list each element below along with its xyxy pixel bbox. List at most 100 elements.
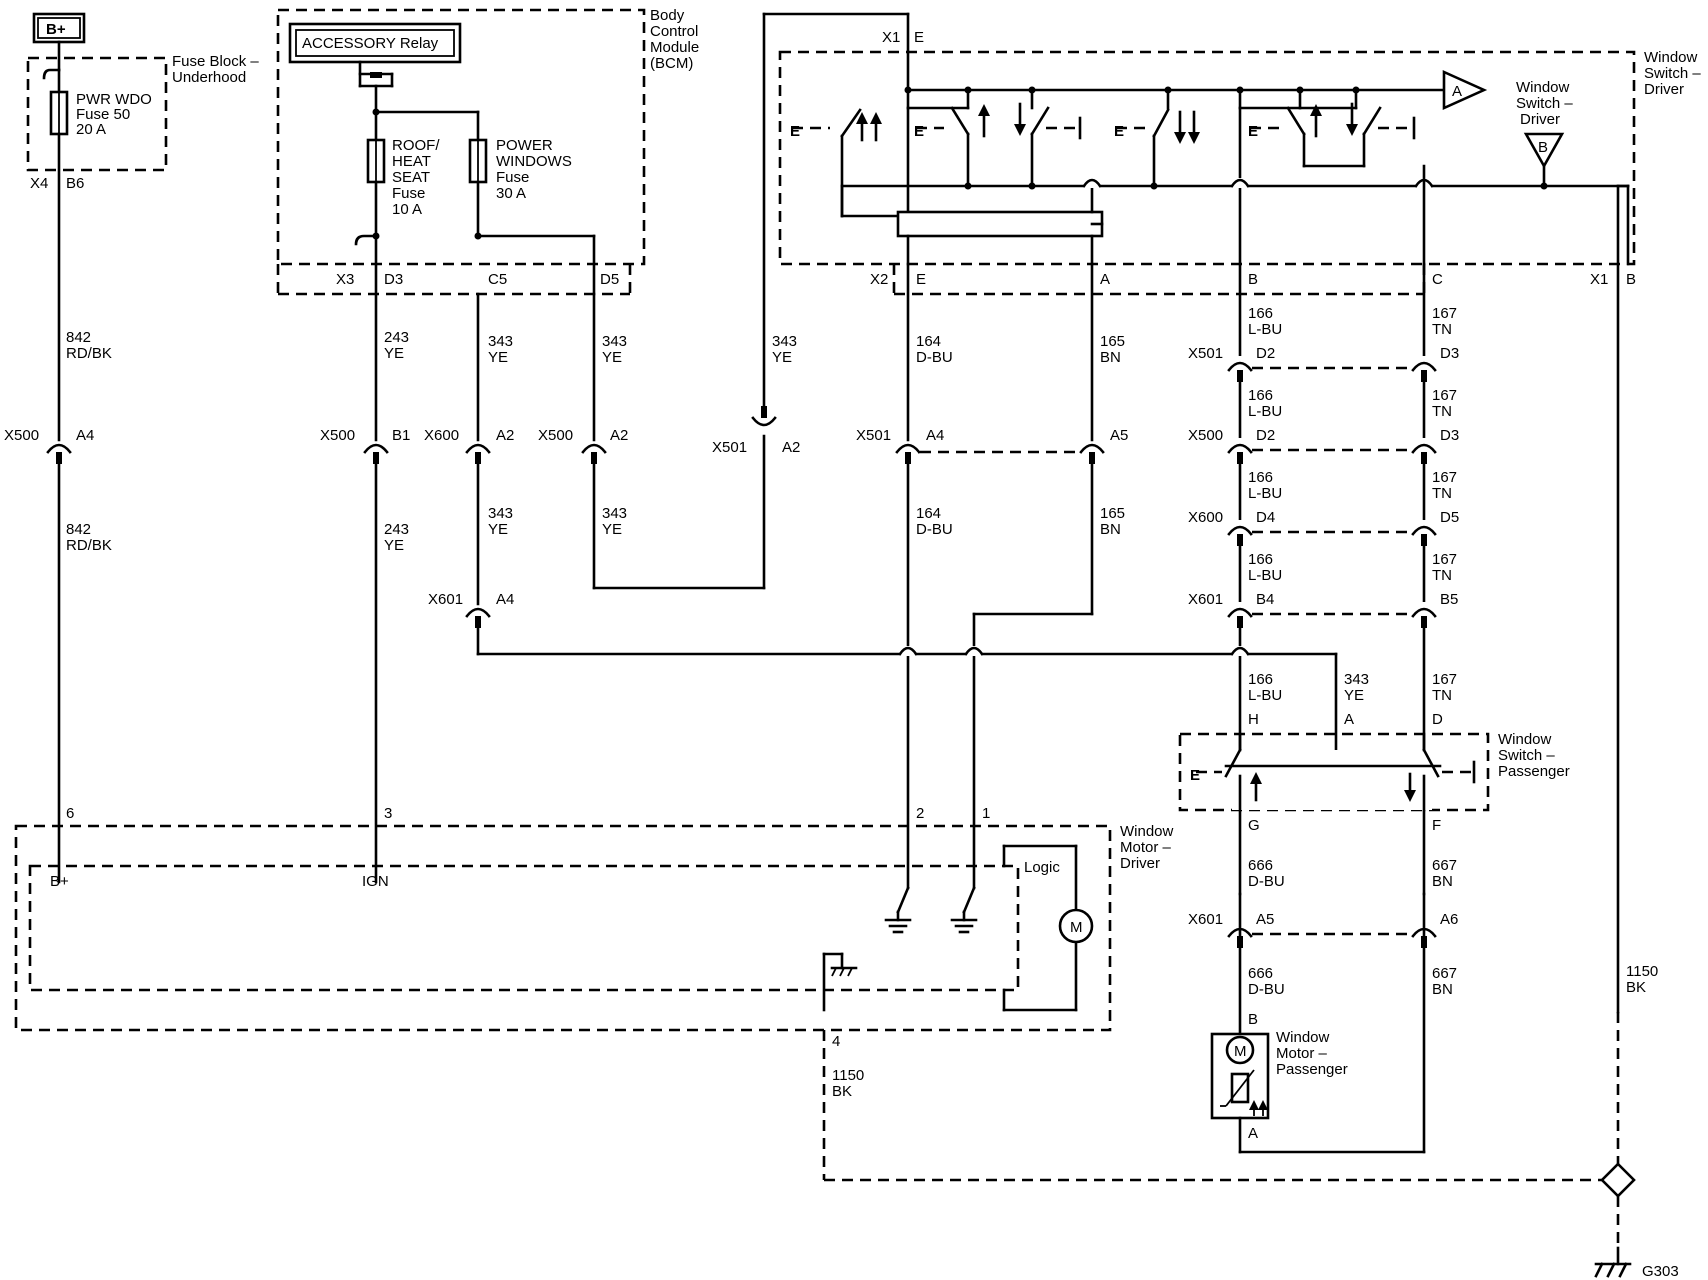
svg-text:167: 167 bbox=[1432, 305, 1457, 322]
window-switch-driver-ref-label: Window Switch – Driver bbox=[1516, 79, 1573, 128]
svg-text:HEAT: HEAT bbox=[392, 153, 431, 170]
svg-text:A: A bbox=[1344, 711, 1354, 728]
svg-text:X501: X501 bbox=[1188, 345, 1223, 362]
svg-text:YE: YE bbox=[602, 349, 622, 366]
x4-connector-label: X4 bbox=[30, 175, 48, 192]
ref-b-triangle: B bbox=[1523, 132, 1565, 188]
inline-connector-x500-b1 bbox=[363, 443, 389, 464]
svg-text:D3: D3 bbox=[1440, 345, 1459, 362]
ref-a-arrow: A bbox=[1442, 69, 1488, 111]
svg-text:B5: B5 bbox=[1440, 591, 1458, 608]
wire-343-passenger-label: 343 bbox=[1344, 671, 1369, 688]
svg-text:A4: A4 bbox=[926, 427, 944, 444]
passenger-motor-icon: M bbox=[1220, 1035, 1268, 1116]
svg-text:C: C bbox=[1432, 271, 1443, 288]
inline-connector-a5 bbox=[1079, 443, 1105, 464]
svg-text:D5: D5 bbox=[600, 271, 619, 288]
svg-text:30 A: 30 A bbox=[496, 185, 526, 202]
svg-text:X601: X601 bbox=[1188, 591, 1223, 608]
svg-text:B: B bbox=[1248, 1011, 1258, 1028]
window-motor-driver-inner bbox=[28, 864, 1020, 992]
svg-text:BK: BK bbox=[1626, 979, 1646, 996]
wire-243-label: 243 bbox=[384, 329, 409, 346]
x3-connector-label: X3 bbox=[336, 271, 354, 288]
svg-text:A: A bbox=[1248, 1125, 1258, 1142]
express-down-switch: E bbox=[1114, 86, 1200, 186]
svg-text:BN: BN bbox=[1432, 981, 1453, 998]
wire-343-x500-label: 343 bbox=[602, 505, 627, 522]
svg-text:166: 166 bbox=[1248, 305, 1273, 322]
svg-text:BN: BN bbox=[1432, 873, 1453, 890]
svg-text:YE: YE bbox=[488, 521, 508, 538]
pwr-wdo-fuse: PWR WDO Fuse 50 20 A bbox=[42, 68, 152, 138]
svg-text:167: 167 bbox=[1432, 671, 1457, 688]
svg-text:A: A bbox=[1100, 271, 1110, 288]
svg-text:E: E bbox=[916, 271, 926, 288]
svg-text:L-BU: L-BU bbox=[1248, 485, 1282, 502]
svg-text:666: 666 bbox=[1248, 857, 1273, 874]
svg-text:3: 3 bbox=[384, 805, 392, 822]
wire-167-labels: 167 TN 167 TN 167 TN 167 TN 167 TN bbox=[1432, 305, 1457, 704]
driver-motor-logic: Logic M bbox=[1002, 844, 1094, 1012]
svg-text:E: E bbox=[1114, 123, 1124, 140]
svg-text:L-BU: L-BU bbox=[1248, 403, 1282, 420]
svg-text:M: M bbox=[1070, 919, 1083, 936]
svg-text:D2: D2 bbox=[1256, 427, 1275, 444]
power-windows-fuse-label: POWER bbox=[496, 137, 553, 154]
svg-text:Control: Control bbox=[650, 23, 698, 40]
window-motor-passenger-label: Window Motor – Passenger bbox=[1276, 1029, 1348, 1078]
inline-connector-x501-a4 bbox=[895, 443, 921, 464]
svg-text:B1: B1 bbox=[392, 427, 410, 444]
svg-text:D3: D3 bbox=[1440, 427, 1459, 444]
svg-text:A2: A2 bbox=[496, 427, 514, 444]
svg-text:Underhood: Underhood bbox=[172, 69, 246, 86]
svg-text:TN: TN bbox=[1432, 485, 1452, 502]
svg-text:20 A: 20 A bbox=[76, 121, 106, 138]
svg-text:D3: D3 bbox=[384, 271, 403, 288]
svg-text:Passenger: Passenger bbox=[1498, 763, 1570, 780]
fuse-block-underhood-label: Fuse Block – Underhood bbox=[172, 53, 259, 86]
passenger-control-switch: E bbox=[1236, 86, 1416, 266]
svg-text:RD/BK: RD/BK bbox=[66, 537, 112, 554]
inline-connector-x601-a5-a6: X601 A5 A6 bbox=[1188, 911, 1458, 948]
svg-text:L-BU: L-BU bbox=[1248, 567, 1282, 584]
svg-text:A2: A2 bbox=[610, 427, 628, 444]
driver-switch-logic-bar bbox=[896, 210, 1104, 238]
svg-text:Module: Module bbox=[650, 39, 699, 56]
svg-text:Fuse: Fuse bbox=[496, 169, 529, 186]
svg-text:YE: YE bbox=[384, 345, 404, 362]
svg-text:X500: X500 bbox=[538, 427, 573, 444]
wire-343-c5-label: 343 bbox=[488, 333, 513, 350]
battery-terminal: B+ bbox=[32, 12, 86, 44]
svg-text:F: F bbox=[1432, 817, 1441, 834]
svg-text:TN: TN bbox=[1432, 321, 1452, 338]
driver-motor-pin1-switch bbox=[950, 886, 978, 934]
wire-166-labels: 166 L-BU 166 L-BU 166 L-BU 166 L-BU 166 … bbox=[1248, 305, 1282, 704]
passenger-switch-contacts: E bbox=[1190, 732, 1476, 812]
svg-text:166: 166 bbox=[1248, 387, 1273, 404]
svg-text:10 A: 10 A bbox=[392, 201, 422, 218]
wire-666-667-labels: 666 D-BU 667 BN 666 D-BU 667 BN bbox=[1248, 857, 1457, 998]
svg-text:A4: A4 bbox=[76, 427, 94, 444]
window-switch-driver-outline bbox=[778, 50, 1636, 266]
svg-text:1: 1 bbox=[982, 805, 990, 822]
window-switch-driver-label: Window Switch – Driver bbox=[1644, 49, 1701, 98]
svg-text:Body: Body bbox=[650, 7, 685, 24]
splice-diamond bbox=[1600, 1162, 1636, 1198]
wire-842-label: 842 bbox=[66, 329, 91, 346]
svg-text:Passenger: Passenger bbox=[1276, 1061, 1348, 1078]
svg-text:G: G bbox=[1248, 817, 1260, 834]
inline-connector-x601-a4 bbox=[465, 607, 491, 628]
window-switch-passenger-label: Window Switch – Passenger bbox=[1498, 731, 1570, 780]
power-windows-fuse: POWER WINDOWS Fuse 30 A bbox=[468, 110, 572, 238]
svg-text:667: 667 bbox=[1432, 857, 1457, 874]
svg-text:A4: A4 bbox=[496, 591, 514, 608]
b-plus-pin-label: B+ bbox=[50, 873, 69, 890]
svg-text:RD/BK: RD/BK bbox=[66, 345, 112, 362]
svg-text:Fuse 50: Fuse 50 bbox=[76, 106, 130, 123]
svg-text:YE: YE bbox=[384, 537, 404, 554]
svg-text:YE: YE bbox=[772, 349, 792, 366]
inline-connector-x500-a2 bbox=[581, 443, 607, 464]
svg-text:X501: X501 bbox=[712, 439, 747, 456]
